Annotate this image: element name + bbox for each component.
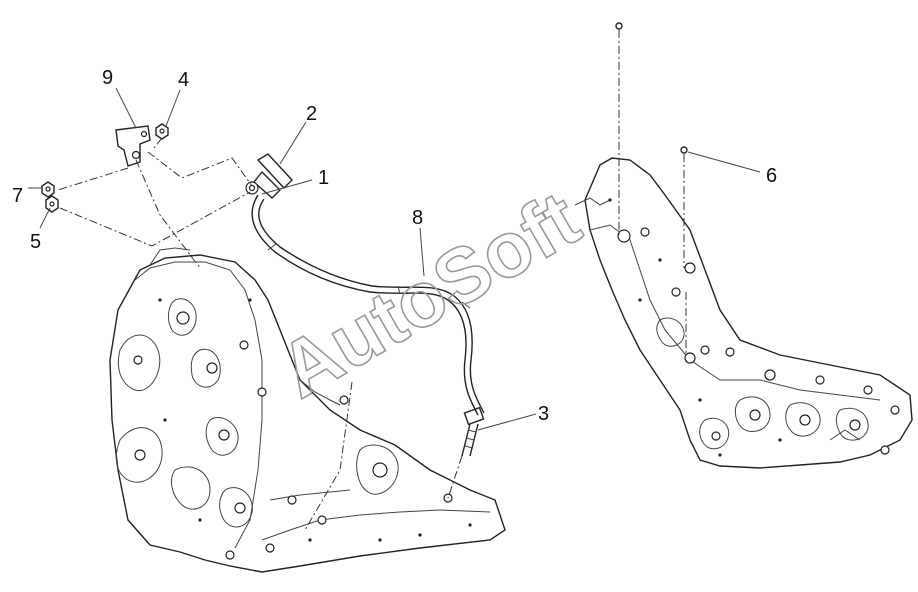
label-1: 1 (318, 167, 329, 189)
label-2: 2 (306, 103, 317, 125)
top-bolt (615, 22, 623, 30)
banjo-fitting (245, 153, 293, 199)
rear-housing (574, 157, 913, 469)
callout-labels: 1 2 3 4 5 6 7 8 9 (12, 67, 777, 425)
hex-nut-4 (155, 123, 169, 140)
label-4: 4 (178, 69, 189, 91)
label-7: 7 (12, 185, 23, 207)
hex-nut-7 (41, 181, 55, 198)
oil-feed-tube (251, 194, 485, 457)
watermark-text: AutoSoft (265, 174, 594, 415)
label-3: 3 (538, 403, 549, 425)
alignment-lines (57, 30, 687, 531)
bolt-5 (45, 195, 59, 213)
label-9: 9 (102, 67, 113, 89)
label-8: 8 (412, 207, 423, 229)
label-6: 6 (766, 165, 777, 187)
leader-lines (28, 87, 761, 431)
bolt-6 (680, 146, 688, 154)
support-bracket (115, 125, 151, 167)
label-5: 5 (30, 231, 41, 253)
front-housing (109, 247, 506, 573)
